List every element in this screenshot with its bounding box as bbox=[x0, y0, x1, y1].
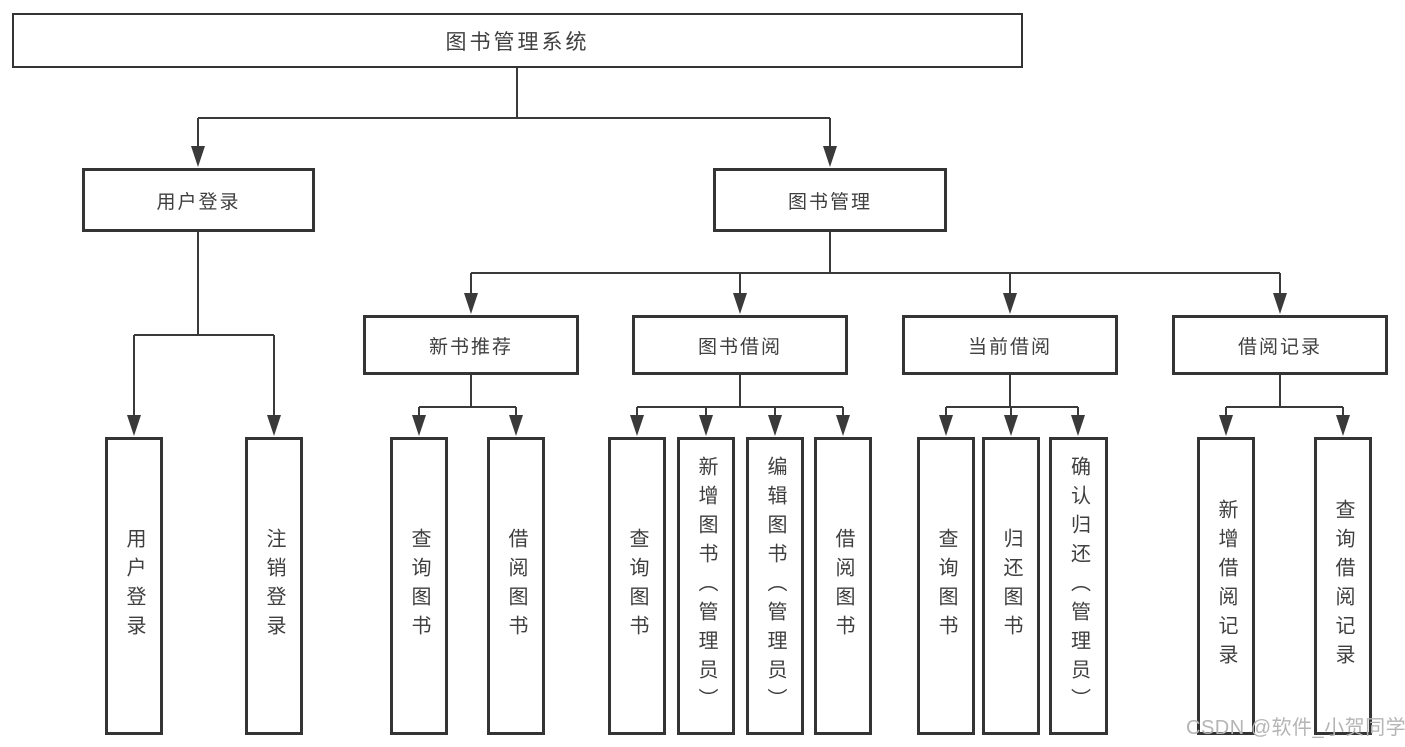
leaf-confirm-return-admin-label: 确认归还（管理员） bbox=[1067, 455, 1090, 717]
leaf-borrow-books-recommend-label: 借阅图书 bbox=[505, 528, 527, 644]
leaf-confirm-return-admin: 确认归还（管理员） bbox=[1049, 437, 1108, 735]
leaf-add-borrow-record: 新增借阅记录 bbox=[1197, 437, 1255, 735]
node-library-system-label: 图书管理系统 bbox=[445, 30, 590, 54]
leaf-query-books-borrowing-label: 查询图书 bbox=[626, 528, 648, 644]
node-book-borrowing: 图书借阅 bbox=[632, 315, 848, 375]
node-book-management-label: 图书管理 bbox=[787, 191, 872, 213]
leaf-add-book-admin: 新增图书（管理员） bbox=[677, 437, 735, 735]
arrowheads bbox=[127, 146, 1350, 436]
leaf-logout-label: 注销登录 bbox=[263, 528, 285, 644]
leaf-query-books-borrowing: 查询图书 bbox=[608, 437, 666, 735]
node-user-login: 用户登录 bbox=[82, 168, 315, 232]
node-new-book-recommend: 新书推荐 bbox=[363, 315, 579, 375]
node-new-book-recommend-label: 新书推荐 bbox=[428, 336, 513, 358]
node-borrowing-records: 借阅记录 bbox=[1172, 315, 1388, 375]
node-library-system: 图书管理系统 bbox=[12, 13, 1023, 68]
leaf-query-books-current-label: 查询图书 bbox=[935, 528, 957, 644]
leaf-query-books-current: 查询图书 bbox=[917, 437, 975, 735]
leaf-query-borrow-record-label: 查询借阅记录 bbox=[1332, 499, 1354, 673]
watermark-text: CSDN @软件_小贺同学 bbox=[1186, 717, 1405, 739]
leaf-edit-book-admin: 编辑图书（管理员） bbox=[746, 437, 804, 735]
leaf-user-login-label: 用户登录 bbox=[123, 528, 145, 644]
leaf-query-books-recommend-label: 查询图书 bbox=[408, 528, 430, 644]
node-user-login-label: 用户登录 bbox=[156, 191, 241, 213]
leaf-borrow-books: 借阅图书 bbox=[814, 437, 872, 735]
leaf-add-borrow-record-label: 新增借阅记录 bbox=[1215, 499, 1237, 673]
node-current-borrowing: 当前借阅 bbox=[902, 315, 1118, 375]
node-book-borrowing-label: 图书借阅 bbox=[697, 336, 782, 358]
leaf-return-books-label: 归还图书 bbox=[1000, 528, 1022, 644]
leaf-query-borrow-record: 查询借阅记录 bbox=[1314, 437, 1372, 735]
node-book-management: 图书管理 bbox=[713, 168, 947, 232]
leaf-return-books: 归还图书 bbox=[982, 437, 1040, 735]
node-borrowing-records-label: 借阅记录 bbox=[1237, 336, 1322, 358]
leaf-edit-book-admin-label: 编辑图书（管理员） bbox=[764, 455, 786, 717]
leaf-query-books-recommend: 查询图书 bbox=[390, 437, 448, 735]
leaf-borrow-books-label: 借阅图书 bbox=[832, 528, 854, 644]
leaf-user-login: 用户登录 bbox=[105, 437, 163, 735]
connector-paths bbox=[133, 68, 1344, 420]
leaf-add-book-admin-label: 新增图书（管理员） bbox=[695, 455, 717, 717]
leaf-logout: 注销登录 bbox=[245, 437, 303, 735]
leaf-borrow-books-recommend: 借阅图书 bbox=[487, 437, 545, 735]
node-current-borrowing-label: 当前借阅 bbox=[967, 336, 1052, 358]
